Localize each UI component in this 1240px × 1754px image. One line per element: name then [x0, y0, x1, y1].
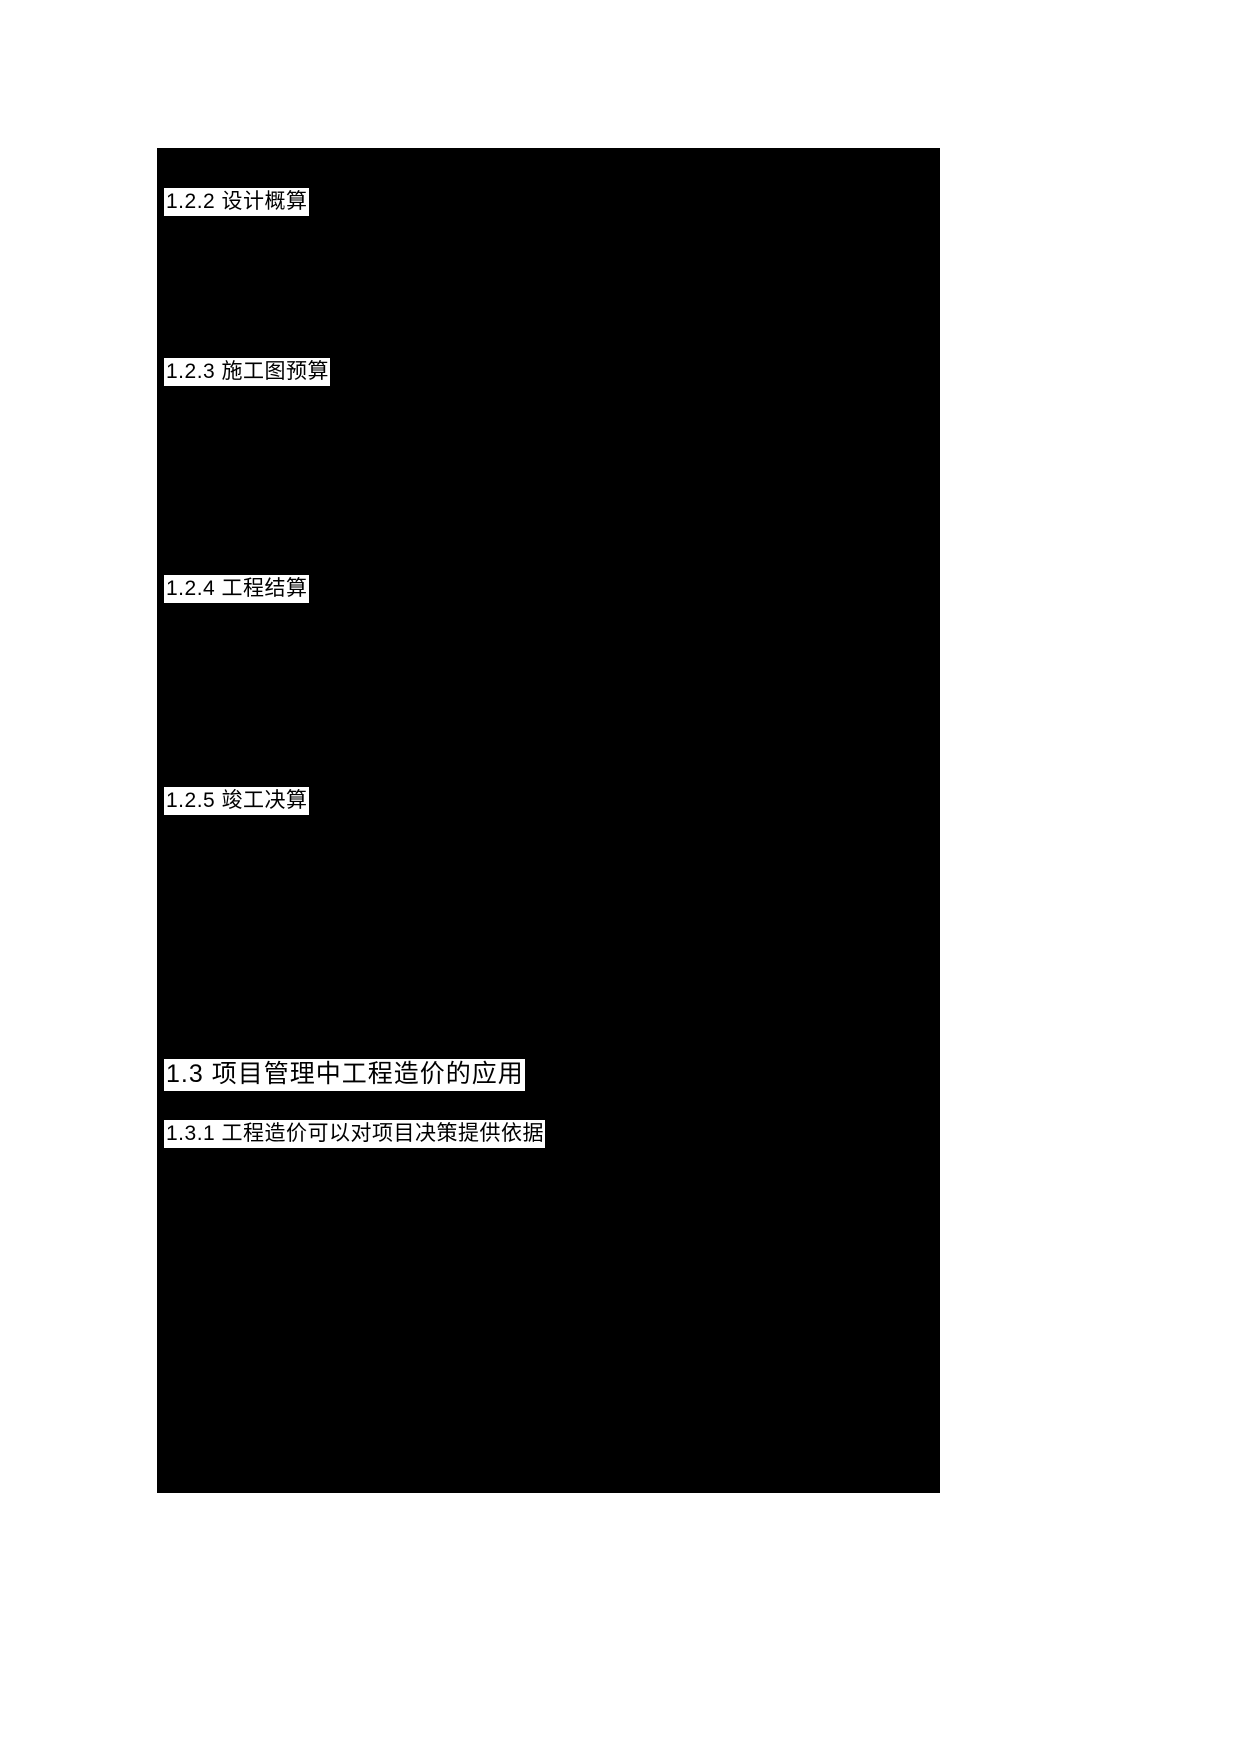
heading-1-2-4: 1.2.4 工程结算 [164, 575, 309, 603]
heading-1-2-2: 1.2.2 设计概算 [164, 188, 309, 216]
redacted-body-text [157, 148, 940, 1493]
heading-1-3: 1.3 项目管理中工程造价的应用 [164, 1059, 525, 1091]
heading-1-2-5: 1.2.5 竣工决算 [164, 787, 309, 815]
heading-1-2-3: 1.2.3 施工图预算 [164, 358, 331, 386]
heading-1-3-1: 1.3.1 工程造价可以对项目决策提供依据 [164, 1120, 546, 1148]
